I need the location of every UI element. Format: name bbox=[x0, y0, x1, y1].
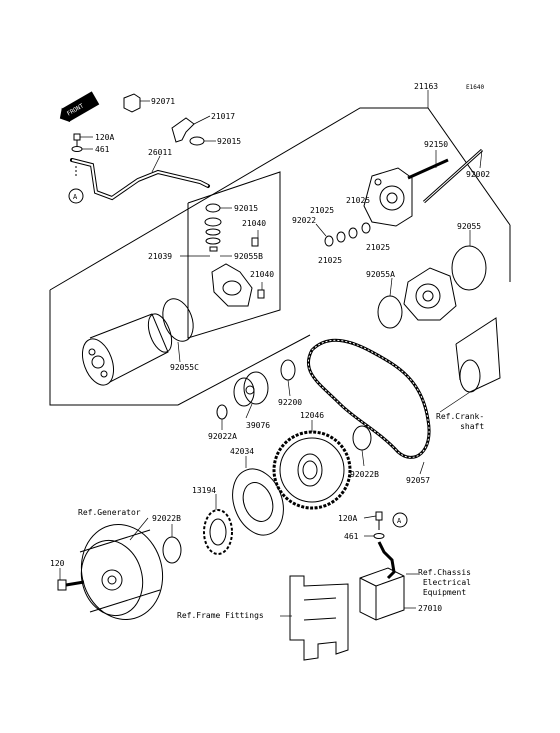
ref-generator: Ref.Generator bbox=[78, 508, 141, 517]
subassembly-boundary-line bbox=[187, 171, 281, 339]
part-label-92015: 92015 bbox=[217, 137, 242, 146]
part-label-92022b-right: 92022B bbox=[350, 470, 379, 479]
part-label-21025-b: 21025 bbox=[346, 196, 371, 205]
part-label-42034: 42034 bbox=[230, 447, 255, 456]
gear-housing bbox=[403, 267, 457, 321]
ref-frame-fittings: Ref.Frame Fittings bbox=[177, 611, 264, 620]
nut-92015-shape bbox=[189, 136, 205, 146]
starter-motor-housing bbox=[81, 313, 173, 386]
crankshaft-shape bbox=[455, 317, 501, 393]
part-label-92055: 92055 bbox=[457, 222, 482, 231]
part-label-12046: 12046 bbox=[300, 411, 325, 420]
part-label-120a-bottom: 120A bbox=[338, 514, 358, 523]
idler-gear-39076 bbox=[233, 371, 269, 407]
diagram-code: E1640 bbox=[466, 84, 485, 91]
part-label-92002: 92002 bbox=[466, 170, 491, 179]
part-label-92200: 92200 bbox=[278, 398, 303, 407]
part-label-39076: 39076 bbox=[246, 421, 271, 430]
assembly-boundary-line bbox=[49, 107, 511, 291]
cap-92071-shape bbox=[123, 93, 141, 113]
starter-chain-92057 bbox=[306, 338, 431, 459]
brush-holder-21039 bbox=[211, 263, 253, 307]
callout-a-label: A bbox=[73, 193, 78, 201]
oring-92055c bbox=[162, 298, 194, 342]
part-label-92150: 92150 bbox=[424, 140, 449, 149]
assembly-boundary-line bbox=[49, 290, 311, 406]
part-label-461-bottom: 461 bbox=[344, 532, 359, 541]
leader-lines bbox=[59, 90, 483, 617]
part-label-26011: 26011 bbox=[148, 148, 173, 157]
part-label-21025-c: 21025 bbox=[366, 243, 391, 252]
part-label-92055b: 92055B bbox=[234, 252, 263, 261]
part-label-21025-a: 21025 bbox=[310, 206, 335, 215]
part-label-461: 461 bbox=[95, 145, 110, 154]
starter-plate-42034 bbox=[232, 468, 284, 536]
callout-a-label-bottom: A bbox=[397, 517, 402, 525]
part-label-21039: 21039 bbox=[148, 252, 173, 261]
part-label-21040-b: 21040 bbox=[250, 270, 275, 279]
callout-a-circle bbox=[68, 188, 84, 204]
one-way-clutch-13194 bbox=[203, 509, 233, 555]
frame-fittings-shape bbox=[289, 575, 349, 661]
part-label-120a: 120A bbox=[95, 133, 115, 142]
part-label-92055a: 92055A bbox=[366, 270, 395, 279]
part-label-120: 120 bbox=[50, 559, 65, 568]
part-label-92022a: 92022A bbox=[208, 432, 237, 441]
ref-chassis-electrical: Ref.Chassis Electrical Equipment bbox=[418, 568, 471, 597]
callout-a-circle-bottom bbox=[392, 512, 408, 528]
part-label-92022b-left: 92022B bbox=[152, 514, 181, 523]
bolt-120a-shape bbox=[73, 133, 81, 141]
part-label-27010: 27010 bbox=[418, 604, 443, 613]
oring-92055 bbox=[451, 245, 487, 291]
part-label-92057: 92057 bbox=[406, 476, 431, 485]
part-label-21025-d: 21025 bbox=[318, 256, 343, 265]
part-label-92055c: 92055C bbox=[170, 363, 199, 372]
part-label-92071: 92071 bbox=[151, 97, 176, 106]
washer-461-shape bbox=[71, 146, 83, 152]
part-label-92015-b: 92015 bbox=[234, 204, 259, 213]
ref-crankshaft: Ref.Crank- shaft bbox=[436, 412, 485, 431]
oring-92055a bbox=[377, 295, 403, 329]
elbow-21017-shape bbox=[171, 117, 195, 143]
starter-relay-27010 bbox=[359, 567, 405, 621]
part-label-92022: 92022 bbox=[292, 216, 317, 225]
part-label-21163: 21163 bbox=[414, 82, 439, 91]
generator-rotor bbox=[79, 523, 164, 621]
part-label-21017: 21017 bbox=[211, 112, 236, 121]
sprocket-12046 bbox=[272, 430, 352, 510]
end-cover-21163 bbox=[363, 167, 413, 227]
part-label-21040: 21040 bbox=[242, 219, 267, 228]
front-direction-badge bbox=[59, 91, 100, 123]
part-label-13194: 13194 bbox=[192, 486, 217, 495]
